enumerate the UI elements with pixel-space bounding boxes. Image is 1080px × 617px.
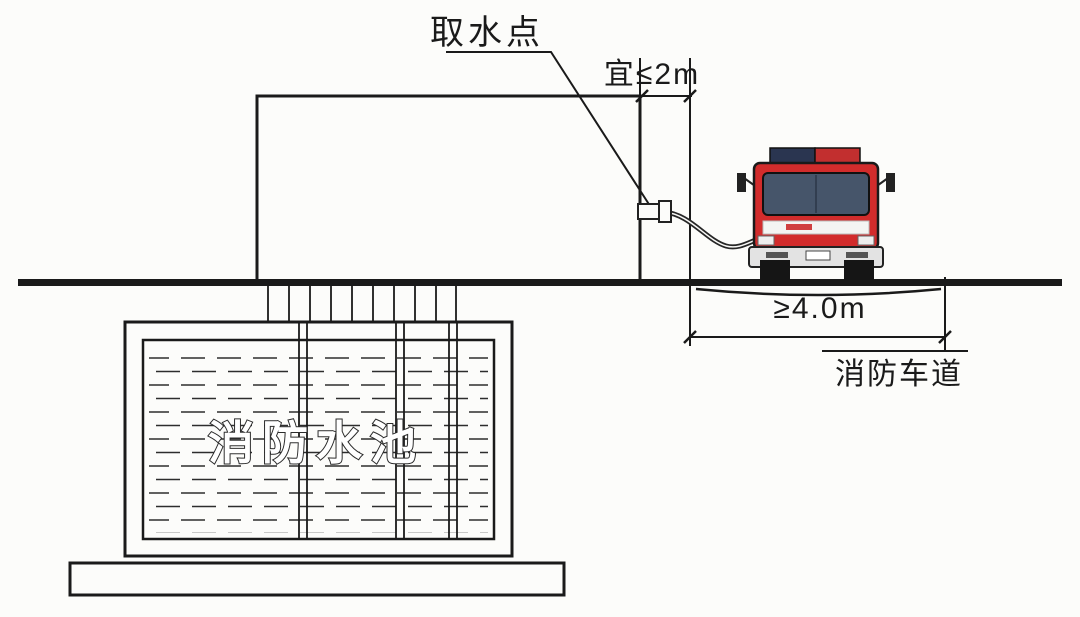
grille-slot xyxy=(766,252,788,258)
lane-width-label: ≥4.0m xyxy=(773,292,866,325)
right-mirror-icon xyxy=(886,173,895,192)
pool-foundation xyxy=(68,561,566,597)
dimension-tick xyxy=(683,89,697,103)
dimension-tick xyxy=(635,89,649,103)
building-outline xyxy=(255,94,642,281)
right-wheel xyxy=(844,260,874,280)
left-wheel xyxy=(760,260,790,280)
lightbar-left xyxy=(769,147,816,164)
intake-leader-line: 取水点 xyxy=(430,14,653,210)
suction-hose xyxy=(663,209,763,250)
intake-offset-label: 宜≤2m xyxy=(604,58,700,91)
ground-line xyxy=(18,279,1062,297)
truck-stripe xyxy=(762,220,870,235)
license-plate xyxy=(805,250,831,261)
water-surface-lines xyxy=(149,347,488,533)
truck-stripe-lettering xyxy=(786,224,812,230)
road-surface xyxy=(18,279,1062,286)
structure-wall-lines xyxy=(255,94,642,281)
left-mirror-icon xyxy=(737,173,746,192)
dimension-tick xyxy=(938,330,952,344)
dimension-lane-width: ≥4.0m 消防车道 xyxy=(683,277,968,391)
suction-pipe-lines xyxy=(298,322,458,539)
left-headlight-icon xyxy=(757,235,775,246)
fire-lane-label: 消防车道 xyxy=(835,358,963,391)
intake-pipe xyxy=(637,200,672,223)
grille-slot xyxy=(846,252,868,258)
water-pool: 消防水池 xyxy=(123,320,514,558)
road-depression-curve xyxy=(695,287,942,297)
right-headlight-icon xyxy=(857,235,875,246)
ground-to-pool-connectors xyxy=(267,286,457,322)
pool-outer-wall xyxy=(123,320,514,558)
fire-truck xyxy=(737,147,895,280)
dimension-intake-offset: 宜≤2m xyxy=(604,58,700,346)
intake-point-label: 取水点 xyxy=(430,14,544,52)
pool-inner-wall xyxy=(141,338,496,541)
water-pool-label: 消防水池 xyxy=(208,417,424,469)
lightbar-right xyxy=(814,147,861,164)
dimension-tick xyxy=(683,330,697,344)
